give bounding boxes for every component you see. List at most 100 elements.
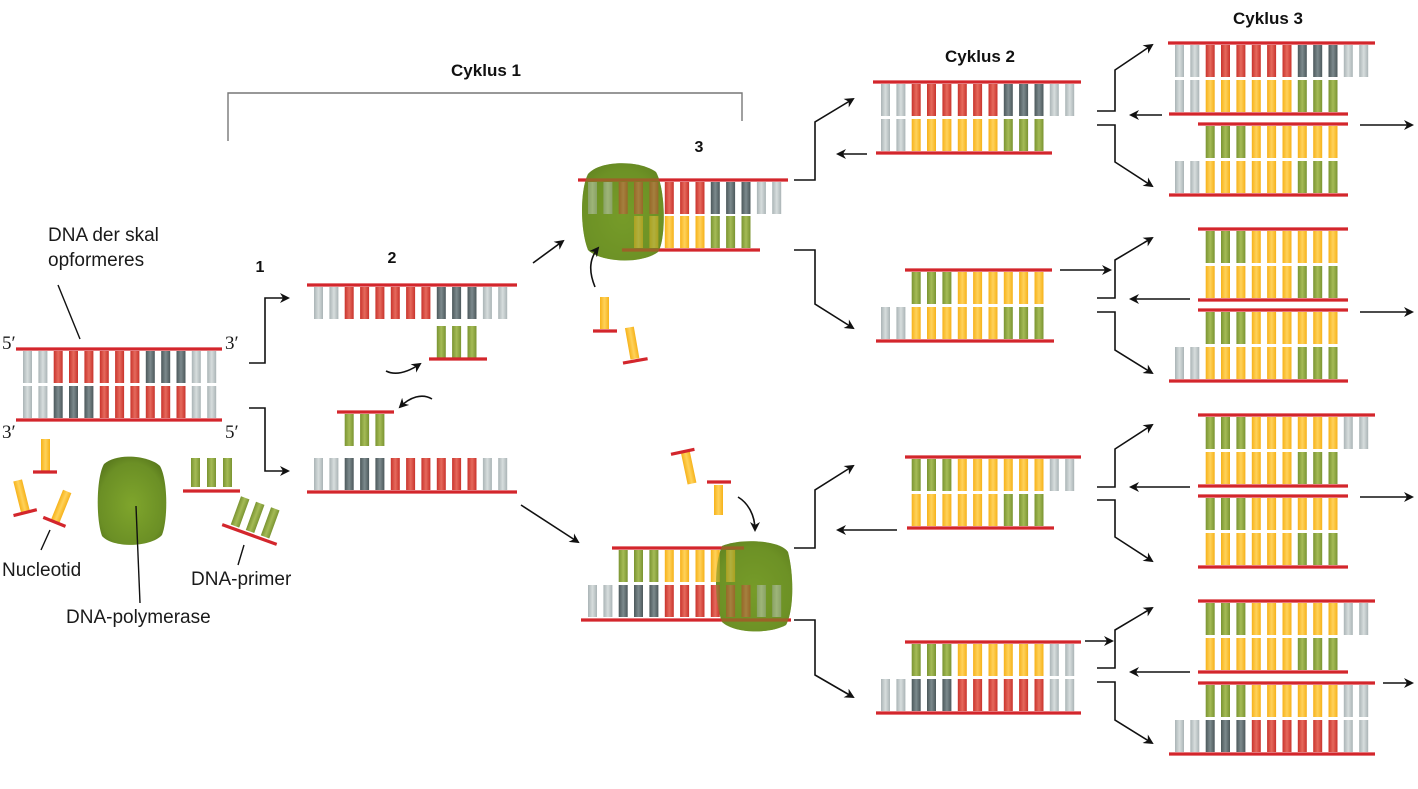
base-green: [344, 414, 354, 446]
cycle-3-label: Cyklus 3: [1233, 9, 1303, 28]
base-yellow: [1267, 126, 1277, 158]
base-yellow: [1282, 80, 1292, 112]
base-light-gray: [1065, 84, 1075, 116]
step3-nucleotide: [622, 326, 648, 365]
base-yellow: [1328, 126, 1338, 158]
base-red: [1221, 45, 1230, 77]
base-dark-gray: [176, 351, 186, 383]
base-light-gray: [207, 386, 217, 418]
nucleotide: [42, 489, 72, 528]
base-dark-gray: [1034, 84, 1044, 116]
base-yellow: [1034, 459, 1044, 491]
base-light-gray: [1049, 459, 1059, 491]
base-red: [452, 458, 462, 490]
base-light-gray: [896, 679, 906, 711]
base-green: [1205, 126, 1215, 158]
base-red: [1297, 720, 1307, 752]
base-yellow: [1221, 533, 1230, 565]
base-yellow: [1251, 685, 1261, 717]
arrow-to-cycle3-7: [1097, 606, 1154, 669]
base-yellow: [1251, 603, 1261, 635]
base-yellow: [1019, 459, 1029, 491]
base-yellow: [957, 307, 967, 339]
base-red: [1003, 679, 1013, 711]
cycle2-duplex-2: [876, 268, 1054, 343]
base-yellow: [1236, 161, 1246, 193]
base-green: [1328, 266, 1338, 298]
base-red: [360, 287, 370, 319]
base-yellow: [973, 644, 983, 676]
base-yellow: [1251, 126, 1261, 158]
base-yellow: [1328, 231, 1338, 263]
base-green: [634, 550, 643, 582]
primer-binding-arrow-upper: [385, 362, 422, 374]
base-yellow: [1282, 638, 1292, 670]
base-dark-gray: [53, 386, 63, 418]
base-red: [1205, 45, 1215, 77]
base-yellow: [988, 307, 998, 339]
base-light-gray: [1065, 679, 1075, 711]
base-dark-gray: [911, 679, 921, 711]
base-green: [1328, 533, 1338, 565]
base-yellow: [1328, 417, 1338, 449]
polymerase-overlay-upper: [582, 163, 664, 261]
base-red: [1251, 45, 1261, 77]
base-yellow: [1205, 347, 1215, 379]
base-green: [1221, 126, 1230, 158]
base-light-gray: [896, 84, 906, 116]
nucleotide: [33, 439, 57, 474]
base-light-gray: [603, 585, 613, 617]
step-3-label: 3: [695, 139, 704, 156]
five-prime-top: 5′: [2, 333, 16, 354]
base-yellow: [973, 307, 983, 339]
polymerase-label: DNA-polymerase: [66, 607, 211, 628]
base-green: [1313, 80, 1323, 112]
base-yellow: [988, 272, 998, 304]
base-red: [99, 386, 109, 418]
base-yellow: [1267, 685, 1277, 717]
dna-polymerase-shape: [97, 456, 167, 545]
base-yellow: [680, 216, 690, 248]
base-red: [99, 351, 109, 383]
base-yellow: [1236, 452, 1246, 484]
base-red: [710, 585, 720, 617]
base-green: [1297, 161, 1307, 193]
base-green: [1236, 126, 1246, 158]
base-light-gray: [1175, 720, 1184, 752]
base-green: [911, 459, 921, 491]
base-dark-gray: [360, 458, 370, 490]
base-light-gray: [772, 182, 782, 214]
base-red: [957, 679, 967, 711]
base-dark-gray: [1003, 84, 1013, 116]
base-yellow: [1236, 638, 1246, 670]
arrow-to-cycle3-2: [1097, 124, 1154, 188]
base-light-gray: [23, 351, 32, 383]
base-green: [1236, 231, 1246, 263]
base-yellow: [1297, 231, 1307, 263]
base-red: [1034, 679, 1044, 711]
base-yellow: [1251, 312, 1261, 344]
base-yellow: [1221, 638, 1230, 670]
base-dark-gray: [618, 585, 628, 617]
cycle2-duplex-4: [876, 640, 1081, 715]
base-red: [911, 84, 921, 116]
arrow-to-cycle3-8: [1097, 681, 1154, 745]
base-yellow: [973, 272, 983, 304]
base-light-gray: [1175, 161, 1184, 193]
base-red: [161, 386, 171, 418]
step3b-nucleotide: [707, 480, 731, 515]
base-green: [1205, 498, 1215, 530]
base-yellow: [973, 494, 983, 526]
base-yellow: [1236, 533, 1246, 565]
base-red: [421, 287, 431, 319]
base-yellow: [1003, 272, 1013, 304]
base-light-gray: [1175, 80, 1184, 112]
primer-binding-arrow-lower: [398, 395, 433, 409]
base-green: [911, 272, 921, 304]
arrow-to-cycle3-1: [1097, 43, 1154, 112]
base-green: [1297, 80, 1307, 112]
base-green: [1003, 307, 1013, 339]
base-light-gray: [482, 458, 492, 490]
base-green: [1003, 494, 1013, 526]
base-green: [1221, 231, 1230, 263]
